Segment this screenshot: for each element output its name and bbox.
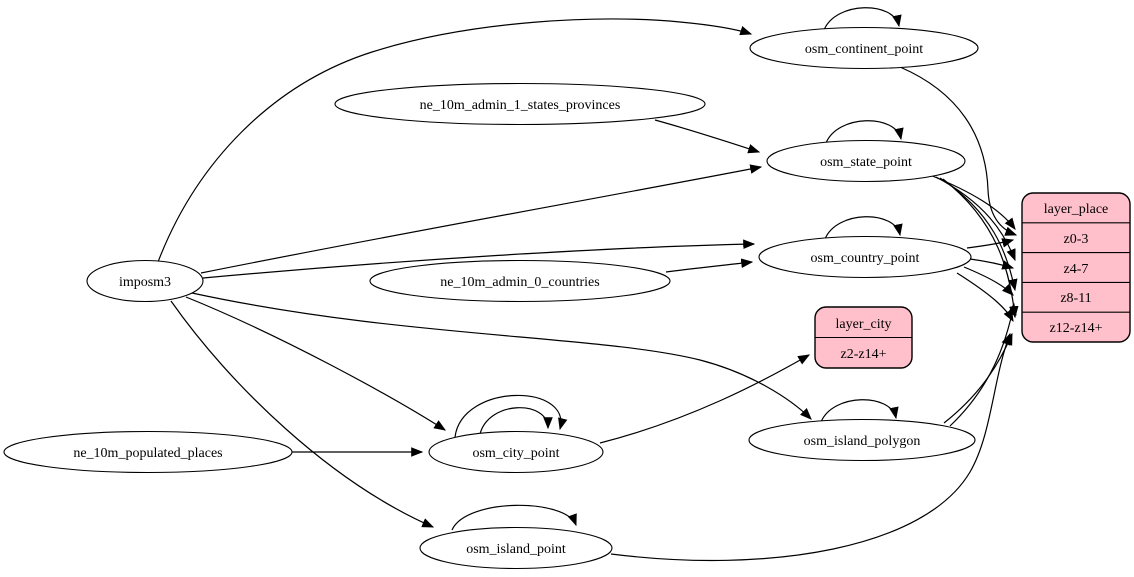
edge-imposm3-to-osm-city-point (185, 296, 447, 431)
node-ne-10m-admin-0-shape (369, 259, 671, 303)
node-osm-island-point-label: osm_island_point (466, 542, 566, 557)
node-osm-country-point: osm_country_point (758, 235, 972, 279)
edge-imposm3-to-osm-island-point (170, 300, 435, 528)
node-ne-10m-admin-1-states-provinces: ne_10m_admin_1_states_provinces (334, 82, 706, 126)
edge-osm-country-point-to-z12-z14 (956, 272, 1014, 323)
node-osm-state-point: osm_state_point (766, 139, 966, 183)
edge-imposm3-to-osm-continent-point (157, 18, 753, 263)
node-osm-island-polygon: osm_island_polygon (748, 418, 976, 462)
self-loop-osm-island-polygon (820, 399, 899, 423)
record-layer-place-row-z12-z14: z12-z14+ (1050, 321, 1103, 336)
self-loop-osm-island-point (451, 504, 577, 531)
node-imposm3-shape (86, 259, 204, 303)
record-layer-place-box (1021, 192, 1131, 343)
self-loop-inner-osm-city-point (479, 407, 553, 435)
edges-group (157, 7, 1019, 562)
node-ne-10m-populated-places-shape (3, 430, 293, 474)
edge-imposm3-to-osm-island-polygon (191, 292, 812, 420)
self-loop-osm-continent-point (823, 7, 902, 31)
self-loop-osm-state-point (825, 120, 904, 144)
node-osm-country-point-label: osm_country_point (811, 251, 920, 266)
node-osm-island-polygon-label: osm_island_polygon (804, 434, 921, 449)
record-layer-city: layer_city z2-z14+ (814, 306, 913, 369)
self-loop-osm-country-point (824, 216, 903, 240)
edge-ne-10m-admin-1-to-osm-state-point (654, 119, 761, 154)
edge-imposm3-to-osm-country-point (202, 239, 756, 279)
edge-osm-city-point-to-layer-city-z2 (599, 354, 811, 444)
edge-imposm3-to-osm-state-point (200, 164, 763, 274)
node-osm-city-point-shape (428, 430, 604, 474)
edge-osm-country-point-to-z0-3 (966, 238, 1015, 249)
node-ne-10m-populated-places: ne_10m_populated_places (3, 430, 293, 474)
node-ne-10m-admin-1-shape (334, 82, 706, 126)
node-osm-city-point-label: osm_city_point (472, 446, 559, 461)
edge-osm-country-point-to-z4-7 (969, 258, 1015, 270)
self-loop-outer-osm-city-point (454, 394, 568, 438)
edge-osm-country-point-to-z8-11 (963, 266, 1014, 296)
node-osm-continent-point: osm_continent_point (749, 26, 979, 70)
edge-osm-island-polygon-to-z8-11 (949, 302, 1017, 427)
record-layer-place: layer_place z0-3 z4-7 z8-11 z12-z14+ (1021, 192, 1131, 343)
node-osm-city-point: osm_city_point (428, 430, 604, 474)
node-osm-island-point-shape (419, 526, 613, 570)
node-ne-10m-admin-0-label: ne_10m_admin_0_countries (440, 275, 599, 290)
edge-ne-10m-admin-0-to-osm-country-point (665, 258, 754, 273)
record-layer-city-row-z2-z14: z2-z14+ (841, 347, 887, 362)
record-layer-place-row-z8-11: z8-11 (1060, 291, 1091, 306)
record-layer-place-row-z4-7: z4-7 (1064, 262, 1089, 277)
record-layer-place-title: layer_place (1044, 202, 1109, 217)
node-osm-island-point: osm_island_point (419, 526, 613, 570)
record-layer-place-row-z0-3: z0-3 (1064, 232, 1089, 247)
node-imposm3-label: imposm3 (119, 275, 171, 290)
node-ne-10m-admin-0-countries: ne_10m_admin_0_countries (369, 259, 671, 303)
edge-osm-island-point-to-z12-z14 (610, 332, 1011, 562)
node-osm-continent-point-label: osm_continent_point (805, 42, 923, 57)
edge-osm-state-point-to-z0-3 (929, 174, 1016, 230)
node-osm-country-point-shape (758, 235, 972, 279)
record-layer-city-title: layer_city (836, 317, 892, 332)
node-imposm3: imposm3 (86, 259, 204, 303)
node-osm-state-point-label: osm_state_point (820, 155, 912, 170)
node-osm-island-polygon-shape (748, 418, 976, 462)
node-osm-state-point-shape (766, 139, 966, 183)
node-ne-10m-populated-places-label: ne_10m_populated_places (73, 446, 222, 461)
edge-osm-continent-point-to-z0-3 (899, 66, 1018, 236)
edge-osm-state-point-to-z12-z14 (942, 178, 1019, 319)
node-ne-10m-admin-1-label: ne_10m_admin_1_states_provinces (420, 98, 621, 113)
node-osm-continent-point-shape (749, 26, 979, 70)
